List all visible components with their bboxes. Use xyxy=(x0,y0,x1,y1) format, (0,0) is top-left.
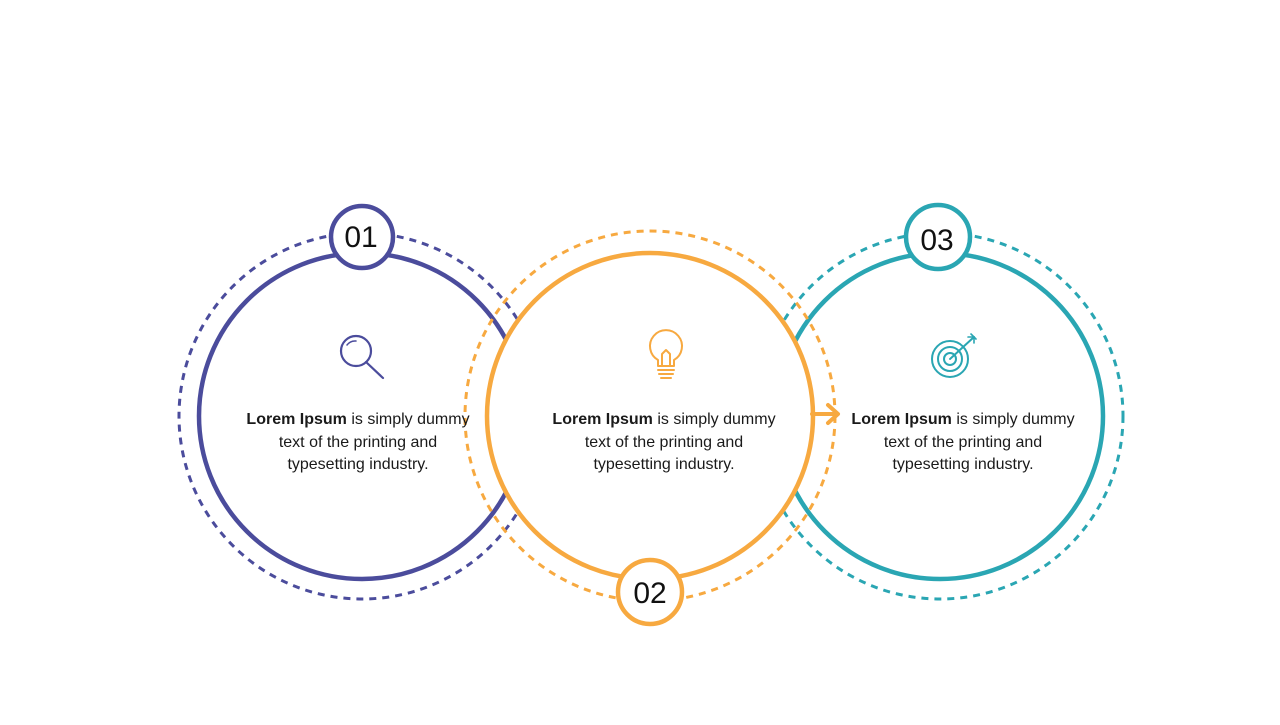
magnifier-icon xyxy=(339,334,385,380)
step-2-arrow xyxy=(810,403,840,425)
lightbulb-icon xyxy=(649,329,683,379)
step-3-number: 03 xyxy=(920,224,953,257)
target-icon xyxy=(931,333,977,378)
step-3-title: Lorem Ipsum xyxy=(851,411,952,428)
step-3-description: Lorem Ipsum is simply dummy text of the … xyxy=(843,409,1083,477)
step-3-badge: 03 xyxy=(903,202,973,272)
step-2-body: is simply dummy text of the printing and… xyxy=(584,411,776,473)
step-2-description: Lorem Ipsum is simply dummy text of the … xyxy=(544,409,784,477)
step-2-number: 02 xyxy=(633,577,666,610)
step-3-body: is simply dummy text of the printing and… xyxy=(883,411,1075,473)
step-2-title: Lorem Ipsum xyxy=(552,411,653,428)
step-1-description: Lorem Ipsum is simply dummy text of the … xyxy=(238,409,478,477)
step-1-body: is simply dummy text of the printing and… xyxy=(278,411,470,473)
step-1-number: 01 xyxy=(344,221,377,254)
step-1-title: Lorem Ipsum xyxy=(246,411,347,428)
step-2-badge: 02 xyxy=(615,557,685,627)
step-1-badge: 01 xyxy=(328,203,396,271)
